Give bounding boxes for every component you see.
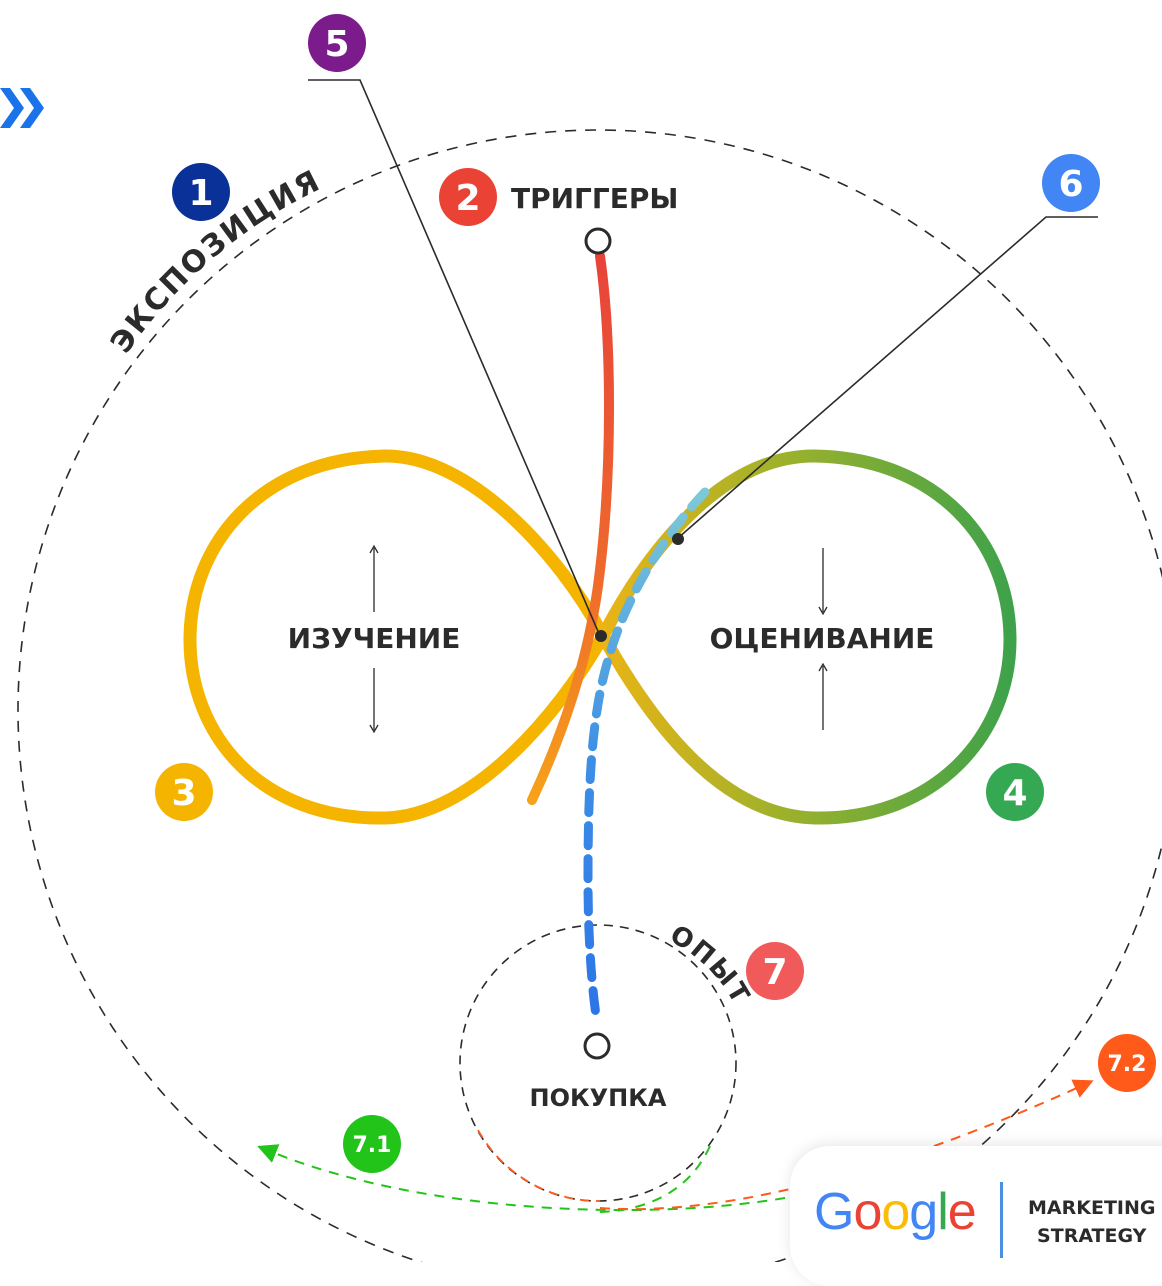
google-logo: Google <box>814 1183 977 1241</box>
logo-letter: o <box>853 1183 882 1241</box>
leader-dot-5 <box>595 630 607 642</box>
badge-4: 4 <box>986 763 1044 821</box>
svg-text:5: 5 <box>324 24 349 65</box>
svg-text:7: 7 <box>762 952 787 993</box>
brand-line-2: STRATEGY <box>1037 1225 1147 1247</box>
svg-text:1: 1 <box>188 173 213 214</box>
exploration-loop <box>183 449 611 825</box>
leader-dot-6 <box>672 533 684 545</box>
logo-letter: G <box>814 1183 854 1241</box>
loop-arrow-7-1-tail <box>599 1145 711 1213</box>
svg-text:3: 3 <box>171 773 196 814</box>
brand-card: Google MARKETING STRATEGY <box>790 1146 1162 1286</box>
brand-line-1: MARKETING <box>1028 1197 1156 1219</box>
leader-line-5 <box>308 79 601 637</box>
svg-text:7.1: 7.1 <box>353 1133 392 1158</box>
logo-letter: e <box>947 1183 977 1241</box>
stage-label-experience: ОПЫТ <box>665 920 756 1010</box>
evaluation-loop <box>595 449 1017 825</box>
exposure-circle <box>17 129 1162 1286</box>
loop-arrow-7-1 <box>257 1144 786 1212</box>
badge-7-2: 7.2 <box>1098 1034 1156 1092</box>
double-chevron-right-icon <box>0 88 44 128</box>
badge-7: 7 <box>746 942 804 1000</box>
stage-label-triggers: ТРИГГЕРЫ <box>511 182 678 215</box>
svg-text:2: 2 <box>455 178 480 219</box>
badge-3: 3 <box>155 763 213 821</box>
purchase-path <box>583 487 710 1027</box>
stage-label-evaluation: ОЦЕНИВАНИЕ <box>710 622 935 655</box>
logo-letter: o <box>881 1183 910 1241</box>
experience-circle <box>459 924 737 1202</box>
badge-5: 5 <box>308 14 366 72</box>
stage-label-exploration: ИЗУЧЕНИЕ <box>288 622 461 655</box>
triggers-node <box>584 227 612 255</box>
brand-text: MARKETING STRATEGY <box>1028 1194 1155 1250</box>
brand-divider <box>1000 1182 1003 1258</box>
badge-6: 6 <box>1042 154 1100 212</box>
triggers-line <box>527 251 614 805</box>
evaluation-arrows <box>818 548 828 730</box>
svg-text:7.2: 7.2 <box>1108 1052 1147 1077</box>
badge-1: 1 <box>172 163 230 221</box>
purchase-node <box>583 1032 611 1060</box>
exploration-arrows <box>369 544 379 734</box>
experience-arc-orange <box>477 1129 601 1202</box>
badge-7-1: 7.1 <box>343 1115 401 1173</box>
svg-text:4: 4 <box>1002 773 1027 814</box>
leader-line-6 <box>677 216 1098 539</box>
stage-label-purchase: ПОКУПКА <box>530 1084 667 1112</box>
svg-text:6: 6 <box>1058 164 1083 205</box>
logo-letter: g <box>909 1183 938 1241</box>
logo-letter: l <box>937 1183 949 1241</box>
badge-2: 2 <box>439 168 497 226</box>
